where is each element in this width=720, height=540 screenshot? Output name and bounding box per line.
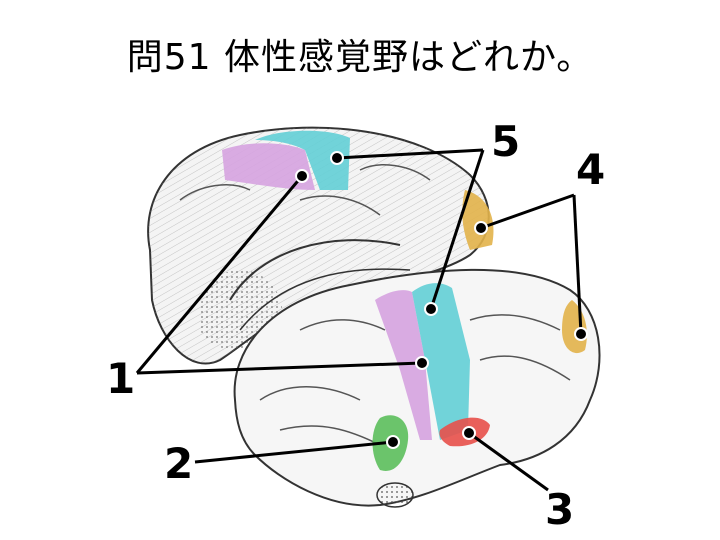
region-5-cyan <box>255 130 470 440</box>
label-number-4: 4 <box>576 145 605 194</box>
label-number-2: 2 <box>164 439 193 488</box>
label-number-5: 5 <box>491 117 520 166</box>
medial-hemisphere-icon <box>147 126 490 365</box>
leader-lines <box>135 148 583 492</box>
label-number-3: 3 <box>545 485 574 534</box>
label-number-1: 1 <box>106 354 135 403</box>
question-title: 問51 体性感覚野はどれか。 <box>126 37 594 78</box>
endpoint-dots <box>295 151 588 449</box>
